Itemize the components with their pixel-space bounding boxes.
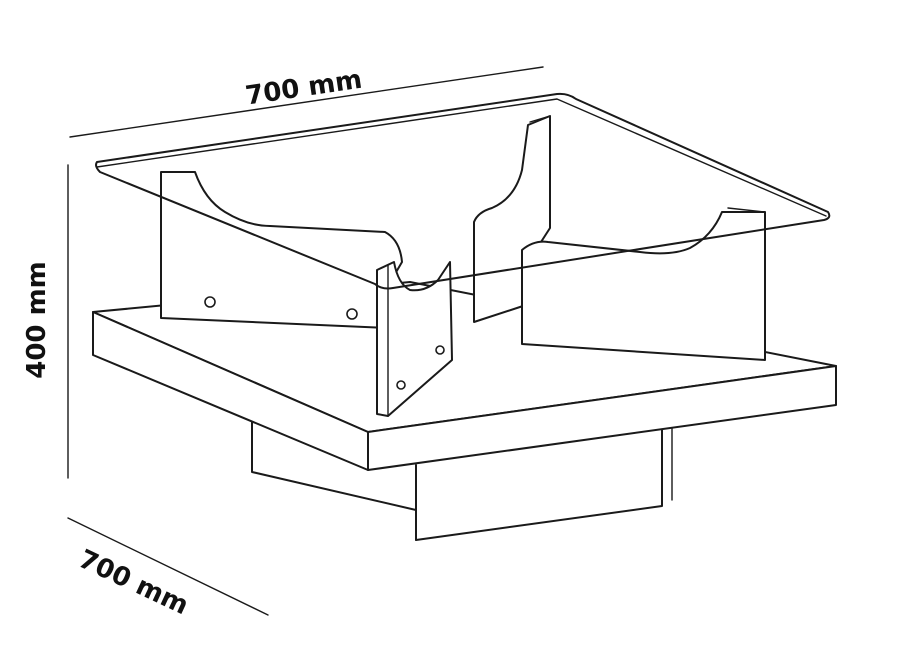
support-panel-front [376,261,453,417]
bolt-hole-left-1 [204,296,216,308]
width-dimension: 700 mm [69,65,544,138]
support-panel-left-body [160,171,403,329]
height-label: 400 mm [22,261,52,379]
glass-top-outer [95,92,831,290]
depth-dimension-line [67,517,269,616]
width-label: 700 mm [244,65,365,112]
support-panel-right [521,207,766,361]
glass-top-inner-edge [96,98,827,217]
support-panel-right-edge [727,207,766,213]
width-dimension-line [69,66,544,138]
support-panel-back-edge [529,115,551,123]
support-panel-back [473,115,551,323]
support-panel-left [160,171,403,329]
bolt-hole-front-2 [396,380,406,390]
support-panel-right-body [521,211,766,361]
glass-top [95,92,831,290]
support-panel-back-body [473,115,551,323]
depth-label: 700 mm [74,544,193,621]
bolt-hole-front-1 [435,345,445,355]
shelf-front-right [367,365,837,471]
bolt-hole-left-2 [346,308,358,320]
support-panel-front-body [376,261,453,417]
depth-dimension: 700 mm [67,517,269,621]
height-dimension: 400 mm [22,164,69,479]
